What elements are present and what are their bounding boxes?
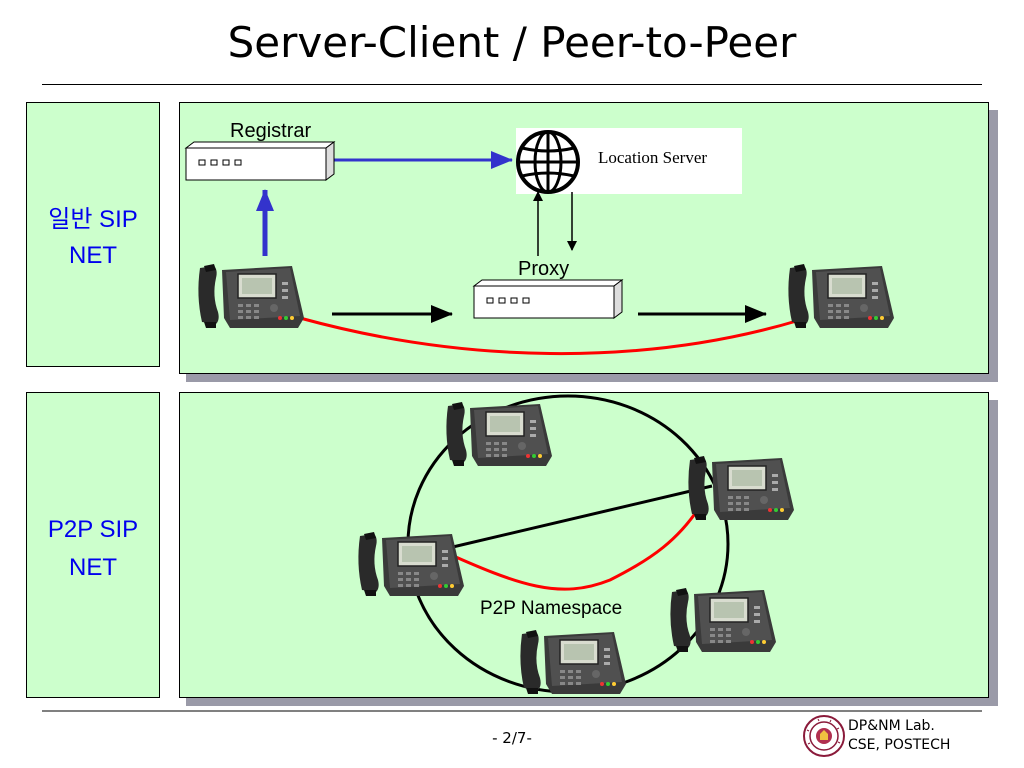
- caller-phone-icon: [197, 263, 305, 329]
- location-server-label: Location Server: [598, 148, 708, 167]
- peer-phone-left-icon: [357, 531, 465, 597]
- p2p-namespace-label: P2P Namespace: [480, 598, 623, 619]
- p2p-chord-line: [439, 484, 713, 552]
- call-path-line: [299, 316, 801, 356]
- sip-net-label-line1: 일반 SIP: [48, 206, 138, 233]
- p2p-net-label-line1: P2P SIP: [47, 516, 139, 543]
- lab-name: DP&NM Lab.: [848, 718, 935, 734]
- callee-phone-icon: [787, 263, 895, 329]
- p2p-route-path: [439, 499, 706, 591]
- title-divider: [42, 84, 982, 85]
- page-number: - 2/7-: [492, 729, 532, 747]
- peer-phone-bottom-icon: [519, 629, 627, 695]
- p2p-net-label-line2: NET: [69, 554, 117, 581]
- proxy-label: Proxy: [518, 258, 570, 280]
- p2p-net-section-label-box: P2P SIP NET: [26, 392, 160, 698]
- globe-icon: [516, 130, 580, 194]
- lab-affiliation: CSE, POSTECH: [848, 737, 951, 753]
- peer-phone-bottom-right-icon: [669, 587, 777, 653]
- proxy-router-icon: [473, 279, 623, 319]
- sip-net-section-label-box: 일반 SIP NET: [26, 102, 160, 367]
- peer-phone-right-icon: [687, 455, 795, 521]
- university-seal-icon: [803, 715, 845, 757]
- registrar-label: Registrar: [230, 120, 312, 142]
- registrar-router-icon: [185, 141, 335, 181]
- peer-phone-top-icon: [445, 401, 553, 467]
- slide-title: Server-Client / Peer-to-Peer: [227, 18, 797, 67]
- sip-net-label-line2: NET: [69, 242, 117, 269]
